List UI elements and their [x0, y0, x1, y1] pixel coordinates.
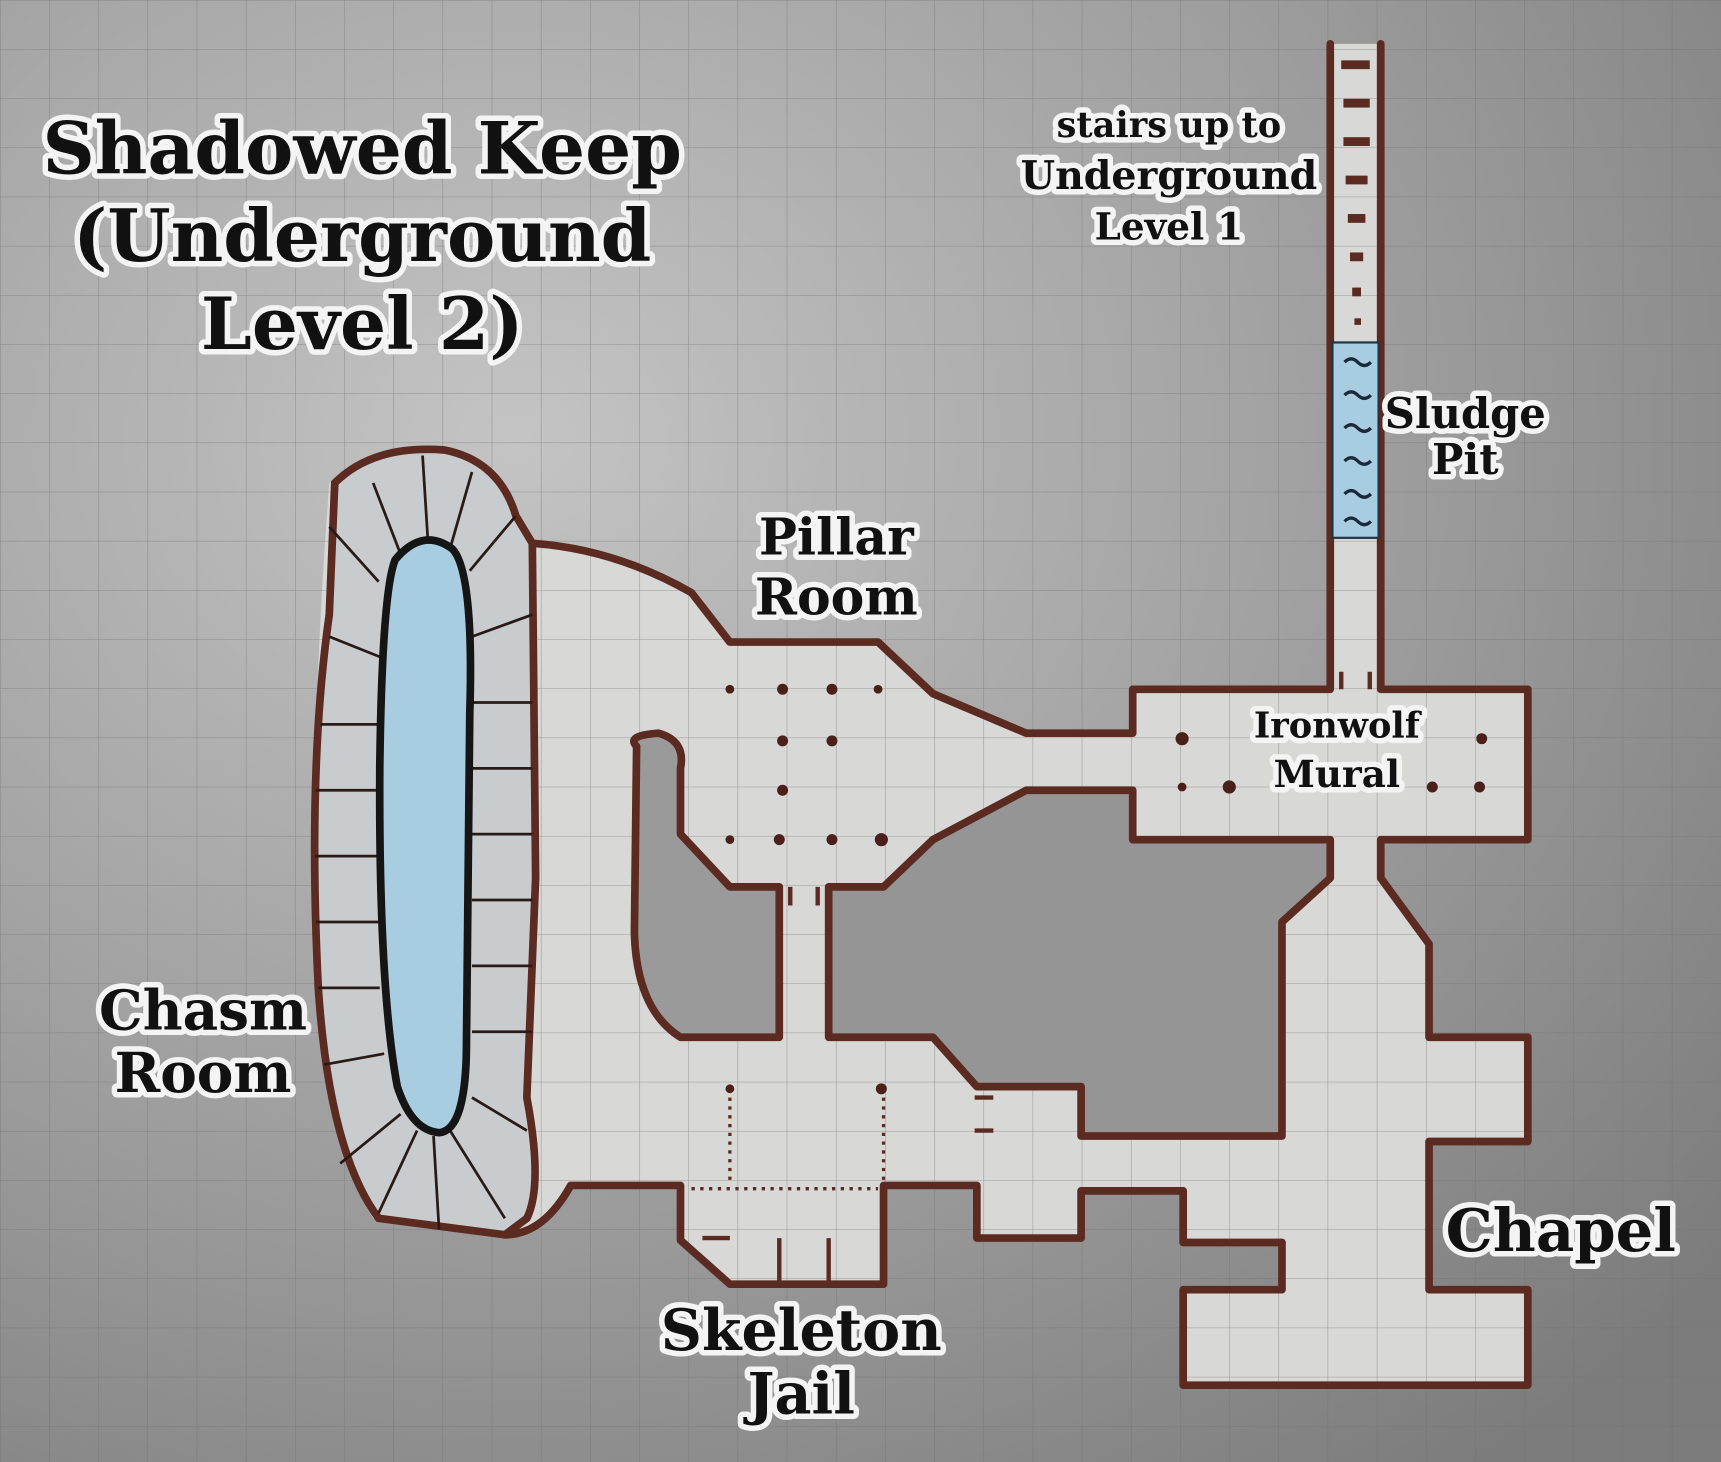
- sludge-pit: [1331, 341, 1380, 539]
- rock-masses: [630, 729, 1335, 1140]
- label-chapel: Chapel: [1446, 1195, 1676, 1265]
- stairs: [1341, 60, 1370, 325]
- label-chasm: Chasm: [99, 978, 307, 1043]
- label-sludge: Sludge: [1385, 389, 1546, 438]
- stairs-note: stairs up to Underground Level 1: [1015, 100, 1323, 254]
- stairs-note-line-1: stairs up to: [1057, 105, 1281, 146]
- label-skeleton: Skeleton: [661, 1297, 942, 1364]
- label-room: Room: [755, 568, 918, 627]
- dungeon-walls: [501, 40, 1532, 1390]
- title-line-2: (Underground: [73, 194, 651, 279]
- label-pit: Pit: [1432, 435, 1499, 484]
- label-jail: Jail: [743, 1361, 855, 1428]
- map-title: Shadowed Keep (Underground Level 2): [37, 101, 687, 373]
- sludge-waves: [1343, 357, 1373, 527]
- doors: [702, 671, 1372, 1285]
- title-line-1: Shadowed Keep: [43, 106, 682, 191]
- jail-bars: [691, 1097, 886, 1191]
- label-ironwolf: Ironwolf: [1254, 706, 1422, 747]
- stairs-note-line-2: Underground: [1021, 153, 1318, 199]
- label-chasm-room: Room: [115, 1040, 292, 1105]
- chasm: [310, 445, 540, 1239]
- label-mural: Mural: [1274, 752, 1400, 796]
- stairs-note-line-3: Level 1: [1095, 204, 1243, 248]
- label-pillar: Pillar: [759, 507, 915, 566]
- pillars: [725, 683, 1488, 1095]
- chasm-water: [375, 536, 475, 1137]
- title-line-3: Level 2): [201, 282, 524, 367]
